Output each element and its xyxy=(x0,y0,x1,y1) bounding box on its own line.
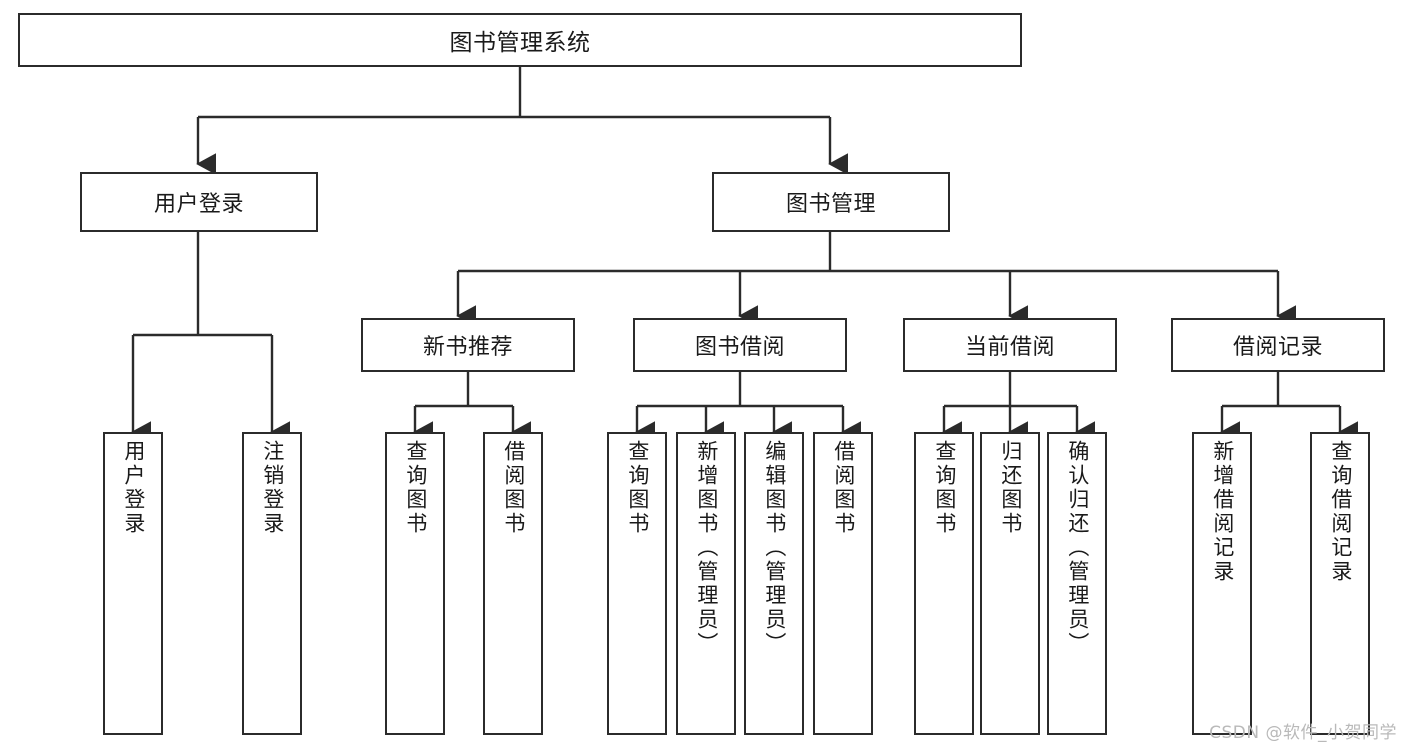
node-root-label: 图书管理系统 xyxy=(449,30,591,56)
node-book-borrow[interactable]: 图书借阅 xyxy=(633,318,847,372)
node-leaf-borrow-book[interactable]: 借阅图书 xyxy=(813,432,873,735)
node-leaf-edit-book-admin-label: 编辑图书（管理员） xyxy=(762,440,787,656)
node-new-book-recommend[interactable]: 新书推荐 xyxy=(361,318,575,372)
node-leaf-logout-label: 注销登录 xyxy=(260,440,285,536)
node-user-login-label: 用户登录 xyxy=(153,192,244,217)
node-leaf-borrow-book-recommend[interactable]: 借阅图书 xyxy=(483,432,543,735)
node-book-management[interactable]: 图书管理 xyxy=(712,172,950,232)
node-book-borrow-label: 图书借阅 xyxy=(694,335,785,360)
node-leaf-logout[interactable]: 注销登录 xyxy=(242,432,302,735)
node-leaf-user-login-label: 用户登录 xyxy=(121,440,146,536)
node-root[interactable]: 图书管理系统 xyxy=(18,13,1022,67)
node-leaf-query-book-borrow-label: 查询图书 xyxy=(625,440,650,536)
node-book-management-label: 图书管理 xyxy=(785,192,876,217)
node-current-borrow-label: 当前借阅 xyxy=(964,335,1055,360)
node-leaf-edit-book-admin[interactable]: 编辑图书（管理员） xyxy=(744,432,804,735)
node-leaf-confirm-return-admin[interactable]: 确认归还（管理员） xyxy=(1047,432,1107,735)
node-leaf-borrow-book-recommend-label: 借阅图书 xyxy=(501,440,526,536)
node-leaf-return-book[interactable]: 归还图书 xyxy=(980,432,1040,735)
node-leaf-query-book-recommend[interactable]: 查询图书 xyxy=(385,432,445,735)
node-leaf-add-borrow-record-label: 新增借阅记录 xyxy=(1210,440,1235,584)
node-leaf-borrow-book-label: 借阅图书 xyxy=(831,440,856,536)
node-leaf-return-book-label: 归还图书 xyxy=(998,440,1023,536)
node-user-login[interactable]: 用户登录 xyxy=(80,172,318,232)
node-leaf-query-book-current-label: 查询图书 xyxy=(932,440,957,536)
node-leaf-add-book-admin[interactable]: 新增图书（管理员） xyxy=(676,432,736,735)
node-borrow-record-label: 借阅记录 xyxy=(1232,335,1323,360)
node-leaf-query-book-recommend-label: 查询图书 xyxy=(403,440,428,536)
node-current-borrow[interactable]: 当前借阅 xyxy=(903,318,1117,372)
node-leaf-query-book-current[interactable]: 查询图书 xyxy=(914,432,974,735)
node-leaf-query-borrow-record[interactable]: 查询借阅记录 xyxy=(1310,432,1370,735)
node-leaf-add-borrow-record[interactable]: 新增借阅记录 xyxy=(1192,432,1252,735)
node-new-book-recommend-label: 新书推荐 xyxy=(422,335,513,360)
node-leaf-add-book-admin-label: 新增图书（管理员） xyxy=(694,440,719,656)
node-leaf-query-borrow-record-label: 查询借阅记录 xyxy=(1328,440,1353,584)
node-leaf-confirm-return-admin-label: 确认归还（管理员） xyxy=(1065,440,1090,656)
node-leaf-user-login[interactable]: 用户登录 xyxy=(103,432,163,735)
node-borrow-record[interactable]: 借阅记录 xyxy=(1171,318,1385,372)
node-leaf-query-book-borrow[interactable]: 查询图书 xyxy=(607,432,667,735)
